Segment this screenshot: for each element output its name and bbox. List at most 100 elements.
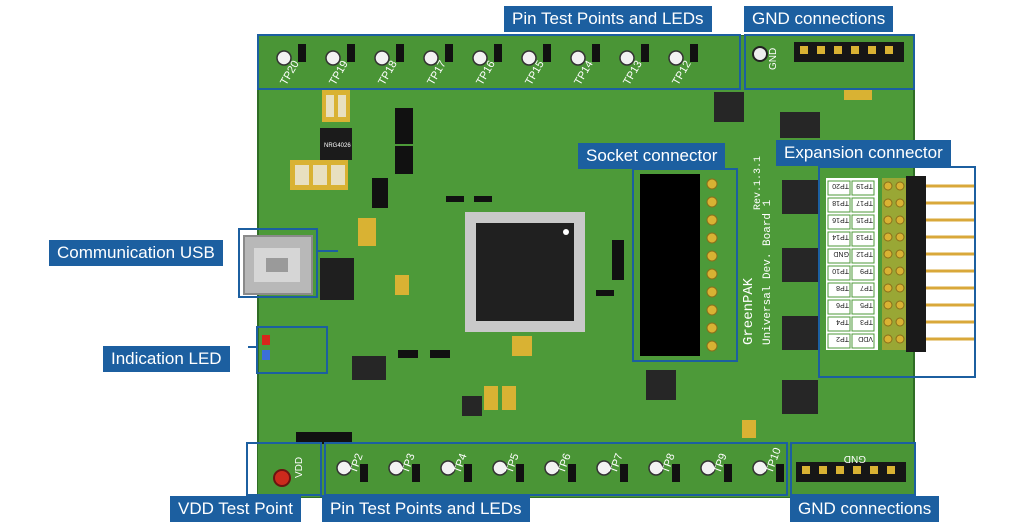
exp-label-left: TP10 [832, 267, 849, 274]
frame-pin-test-bottom [324, 442, 788, 496]
exp-label-right: VDD [858, 335, 873, 342]
exp-pin-lead [926, 303, 974, 307]
exp-pin [895, 232, 905, 242]
board-name-2: Universal Dev. Board 1 [762, 199, 774, 345]
exp-pin [883, 334, 893, 344]
label-gnd-top: GND connections [744, 6, 894, 32]
socket-pin [706, 304, 718, 316]
exp-label-left: TP6 [836, 301, 849, 308]
exp-pin [883, 249, 893, 259]
exp-pin [883, 300, 893, 310]
exp-pin [895, 300, 905, 310]
label-pin-test-top: Pin Test Points and LEDs [504, 6, 712, 32]
exp-label-left: TP2 [836, 335, 849, 342]
exp-label-left: TP18 [832, 199, 849, 206]
board-name-1: GreenPAK [741, 277, 757, 345]
gnd-silkscreen-top: GND [768, 48, 779, 70]
socket-pin [706, 196, 718, 208]
exp-pin [883, 232, 893, 242]
exp-label-left: TP20 [832, 182, 849, 189]
power-section [290, 90, 413, 246]
exp-pin [895, 266, 905, 276]
exp-label-right: TP12 [856, 250, 873, 257]
exp-pin [895, 283, 905, 293]
expansion-ics [714, 92, 820, 414]
exp-pin [895, 249, 905, 259]
frame-usb [238, 228, 318, 298]
vdd-silkscreen: VDD [294, 457, 305, 478]
main-ic [465, 212, 585, 332]
socket-connector-part [640, 174, 718, 356]
frame-pin-test-top [257, 34, 741, 90]
gnd-header-top [752, 42, 904, 62]
exp-pin [883, 317, 893, 327]
vdd-test-point [273, 469, 291, 487]
label-gnd-bottom: GND connections [790, 496, 940, 522]
usb-connector [243, 235, 354, 300]
socket-pin [706, 250, 718, 262]
bottom-tp-tp4: TP4 [440, 452, 472, 482]
frame-socket [632, 168, 738, 362]
label-pin-test-bottom: Pin Test Points and LEDs [322, 496, 530, 522]
exp-pin [883, 283, 893, 293]
exp-label-right: TP19 [856, 182, 873, 189]
regulator-silkscreen: NRG4026 [324, 143, 351, 149]
exp-label-right: TP17 [856, 199, 873, 206]
frame-expansion [818, 166, 976, 378]
exp-pin [895, 215, 905, 225]
exp-pin [883, 266, 893, 276]
frame-vdd [246, 442, 322, 496]
bottom-tp-tp3: TP3 [388, 452, 420, 482]
bottom-tp-tp8: TP8 [648, 452, 680, 482]
exp-pin-lead [926, 320, 974, 324]
gnd-header-bottom [796, 462, 906, 482]
exp-label-left: TP16 [832, 216, 849, 223]
socket-pin [706, 178, 718, 190]
exp-label-right: TP7 [860, 284, 873, 291]
socket-pin [706, 286, 718, 298]
exp-pin [895, 198, 905, 208]
exp-pin-lead [926, 286, 974, 290]
label-expansion: Expansion connector [776, 140, 951, 166]
exp-label-right: TP13 [856, 233, 873, 240]
label-usb: Communication USB [49, 240, 223, 266]
exp-pin-lead [926, 269, 974, 273]
frame-indication-led [256, 326, 328, 374]
exp-label-left: TP14 [832, 233, 849, 240]
frame-gnd-bottom [790, 442, 916, 496]
exp-pin [883, 198, 893, 208]
bottom-tp-tp6: TP6 [544, 452, 576, 482]
gnd-silkscreen-bottom: GND [844, 453, 866, 464]
exp-pin [895, 334, 905, 344]
exp-pin-lead [926, 218, 974, 222]
exp-pin-lead [926, 337, 974, 341]
exp-label-right: TP9 [860, 267, 873, 274]
exp-label-left: TP4 [836, 318, 849, 325]
exp-pin [895, 317, 905, 327]
bottom-tp-tp2: TP2 [336, 452, 368, 482]
exp-pin [883, 181, 893, 191]
exp-pin-lead [926, 184, 974, 188]
exp-label-left: GND [833, 250, 849, 257]
socket-pin [706, 268, 718, 280]
exp-pin [895, 181, 905, 191]
label-socket: Socket connector [578, 143, 726, 169]
exp-label-left: TP8 [836, 284, 849, 291]
exp-pin-lead [926, 252, 974, 256]
socket-pin [706, 214, 718, 226]
label-indication-led: Indication LED [103, 346, 230, 372]
exp-pin [883, 215, 893, 225]
exp-label-right: TP3 [860, 318, 873, 325]
bottom-tp-tp7: TP7 [596, 452, 628, 482]
label-vdd: VDD Test Point [170, 496, 301, 522]
bottom-tp-tp5: TP5 [492, 452, 524, 482]
socket-pin [706, 340, 718, 352]
socket-pin [706, 232, 718, 244]
board-revision: Rev.1.3.1 [753, 156, 764, 210]
exp-label-right: TP15 [856, 216, 873, 223]
bottom-tp-tp9: TP9 [700, 452, 732, 482]
